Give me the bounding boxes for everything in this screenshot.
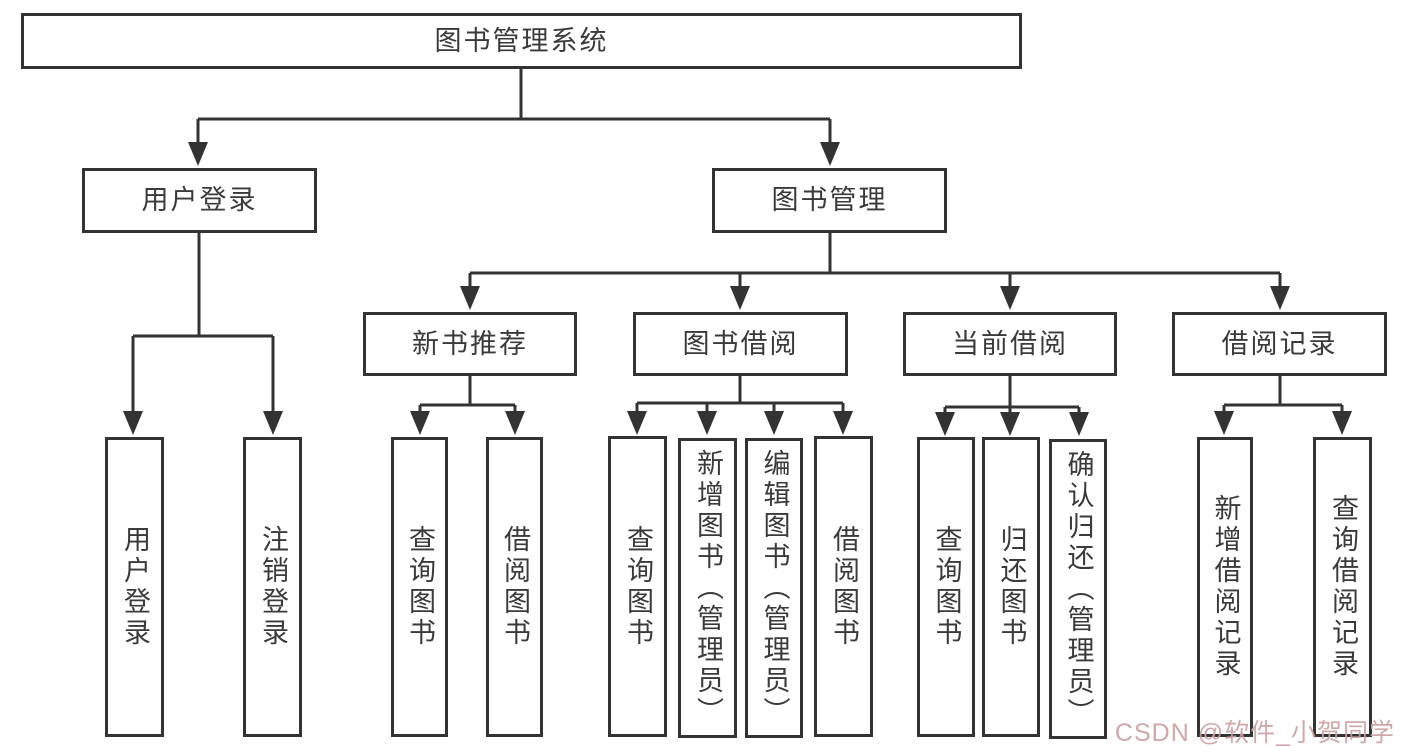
node-label: 新增图书（管理员）	[693, 448, 723, 728]
node-book-borrowing: 图书借阅	[633, 312, 848, 376]
leaf-query-books-2: 查询图书	[608, 436, 667, 737]
arrow-down-icon	[460, 286, 480, 310]
node-label: 图书管理	[771, 185, 888, 215]
node-label: 注销登录	[258, 525, 288, 649]
node-label: 借阅记录	[1221, 328, 1338, 359]
leaf-confirm-return-admin: 确认归还（管理员）	[1049, 439, 1107, 739]
connector-book-mgmt	[468, 233, 1282, 290]
node-label: 借阅图书	[500, 525, 530, 649]
node-current-borrowing: 当前借阅	[903, 312, 1117, 376]
arrow-down-icon	[1332, 411, 1352, 435]
node-label: 借阅图书	[829, 524, 859, 649]
leaf-return-books: 归还图书	[982, 437, 1040, 737]
arrow-down-icon	[1270, 286, 1290, 310]
arrow-down-icon	[505, 411, 525, 435]
leaf-borrow-books-1: 借阅图书	[486, 437, 543, 737]
leaf-query-borrow-record: 查询借阅记录	[1313, 437, 1372, 737]
arrow-down-icon	[1214, 411, 1234, 435]
connector-root	[196, 69, 832, 146]
arrow-down-icon	[188, 142, 208, 166]
node-label: 新增借阅记录	[1210, 494, 1241, 680]
arrow-down-icon	[820, 142, 840, 166]
arrowheads	[123, 142, 1352, 436]
node-user-login: 用户登录	[82, 168, 317, 233]
arrow-down-icon	[935, 412, 955, 436]
node-label: 确认归还（管理员）	[1063, 449, 1094, 729]
connector-borrow-records	[1222, 376, 1344, 416]
node-label: 新书推荐	[412, 328, 528, 359]
arrow-down-icon	[1000, 286, 1020, 310]
leaf-logout: 注销登录	[243, 437, 302, 737]
arrow-down-icon	[833, 411, 853, 435]
node-label: 图书管理系统	[434, 25, 609, 56]
arrow-down-icon	[697, 411, 717, 435]
node-label: 查询图书	[623, 524, 653, 649]
node-borrow-records: 借阅记录	[1172, 312, 1387, 376]
node-label: 查询借阅记录	[1328, 494, 1358, 680]
node-label: 归还图书	[996, 525, 1027, 649]
leaf-query-books-1: 查询图书	[391, 437, 448, 737]
arrow-down-icon	[764, 411, 784, 435]
node-book-management: 图书管理	[712, 168, 947, 233]
arrow-down-icon	[1000, 412, 1020, 436]
arrow-down-icon	[1069, 412, 1089, 436]
arrow-down-icon	[123, 411, 143, 435]
node-label: 图书借阅	[682, 328, 799, 359]
node-label: 查询图书	[405, 525, 435, 649]
arrow-down-icon	[730, 286, 750, 310]
node-root-system: 图书管理系统	[21, 13, 1022, 69]
leaf-add-borrow-record: 新增借阅记录	[1197, 437, 1253, 737]
node-label: 编辑图书（管理员）	[759, 448, 790, 728]
connector-current-borrow	[943, 376, 1081, 417]
node-label: 用户登录	[141, 185, 258, 215]
leaf-query-books-3: 查询图书	[917, 437, 975, 737]
connector-borrowing	[635, 376, 845, 416]
node-label: 查询图书	[931, 525, 962, 649]
arrow-down-icon	[627, 411, 647, 435]
arrow-down-icon	[263, 411, 283, 435]
leaf-user-login: 用户登录	[105, 437, 164, 737]
leaf-edit-books-admin: 编辑图书（管理员）	[745, 438, 803, 738]
connector-new-books	[418, 376, 517, 416]
node-label: 当前借阅	[952, 328, 1068, 359]
node-label: 用户登录	[120, 525, 150, 649]
arrow-down-icon	[410, 411, 430, 435]
leaf-borrow-books-2: 借阅图书	[814, 436, 873, 737]
node-new-book-recommend: 新书推荐	[363, 312, 577, 376]
csdn-watermark: CSDN @软件_小贺同学	[1114, 719, 1395, 747]
leaf-add-books-admin: 新增图书（管理员）	[678, 438, 737, 738]
connector-lines	[131, 69, 1344, 417]
connector-user-login	[131, 233, 275, 416]
